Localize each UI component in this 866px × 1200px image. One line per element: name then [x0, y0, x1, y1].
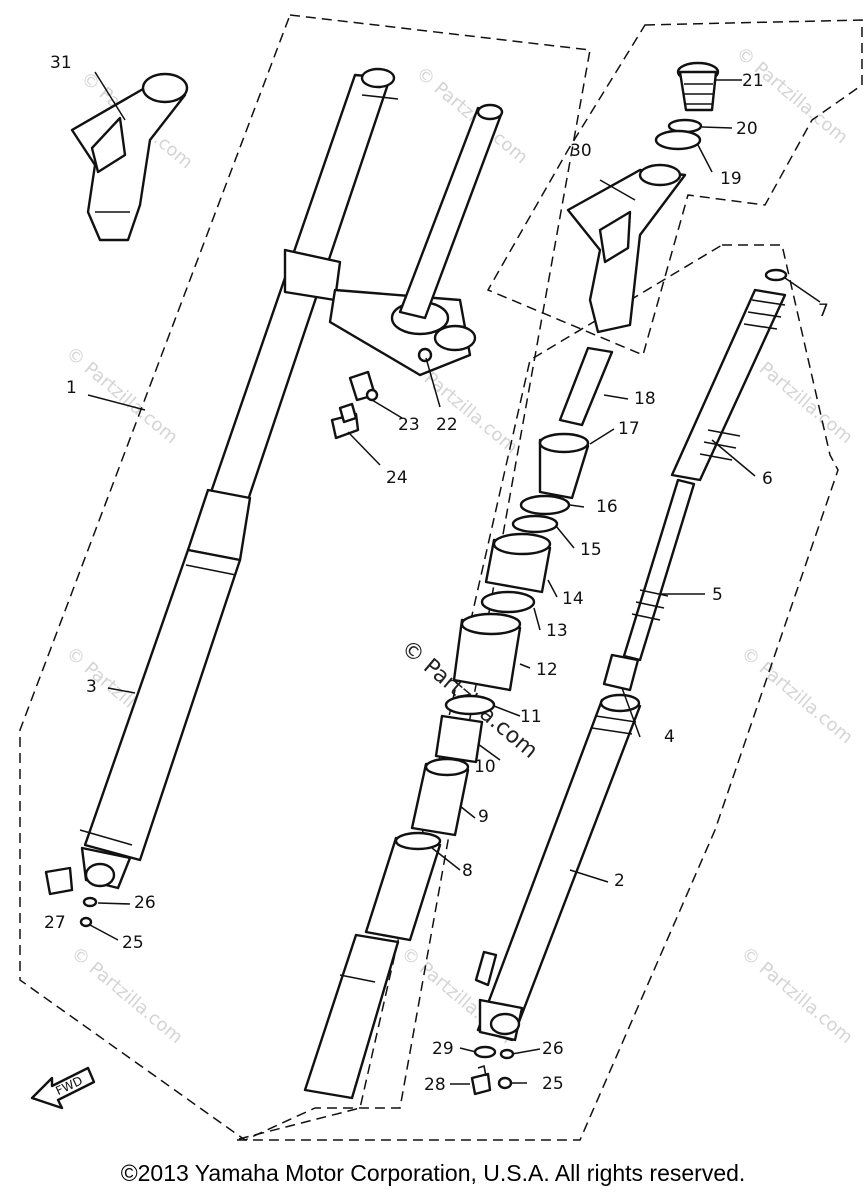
callout-4: 4 — [664, 727, 675, 747]
callout-25-right: 25 — [542, 1074, 564, 1094]
callout-25-left: 25 — [122, 933, 144, 953]
damper-rod-5 — [622, 478, 696, 662]
callout-16: 16 — [596, 497, 618, 517]
callout-7: 7 — [818, 301, 829, 321]
washer-16 — [519, 494, 571, 516]
callout-10: 10 — [474, 757, 496, 777]
clamp-bolt-23 — [348, 370, 379, 402]
watermark: © Partzilla.com — [67, 943, 187, 1048]
watermark: © Partzilla.com — [737, 943, 857, 1048]
callout-28: 28 — [424, 1075, 446, 1095]
callout-31: 31 — [50, 53, 72, 73]
clip-15 — [511, 514, 559, 534]
watermark: © Partzilla.com — [62, 343, 182, 448]
washer-19 — [654, 129, 702, 151]
bolt-27 — [44, 866, 74, 896]
callout-30: 30 — [570, 141, 592, 161]
callout-19: 19 — [720, 169, 742, 189]
callout-8: 8 — [462, 861, 473, 881]
cap-bolt-21 — [676, 61, 720, 112]
cap-group-outline — [486, 19, 863, 357]
callout-20: 20 — [736, 119, 758, 139]
spacer-18 — [558, 346, 614, 427]
callout-9: 9 — [478, 807, 489, 827]
callout-1: 1 — [66, 378, 77, 398]
slide-metal-12 — [452, 612, 522, 692]
washer-26-left — [82, 896, 98, 908]
cylinder-9 — [410, 757, 470, 837]
callout-26-right: 26 — [542, 1039, 564, 1059]
callout-22: 22 — [436, 415, 458, 435]
inner-tube-8 — [364, 831, 442, 942]
nut-25-right — [497, 1076, 513, 1090]
callout-24: 24 — [386, 468, 408, 488]
left-group-outline — [19, 14, 591, 1141]
group-outlines — [19, 14, 863, 1141]
callout-5: 5 — [712, 585, 723, 605]
leader-lines — [87, 71, 821, 1085]
callout-13: 13 — [546, 621, 568, 641]
callout-26-left: 26 — [134, 893, 156, 913]
callout-labels: 31 1 3 30 21 20 19 7 6 5 4 2 18 17 16 15… — [44, 53, 829, 1095]
callout-11: 11 — [520, 707, 542, 727]
washer-26-right — [499, 1048, 515, 1060]
lower-tube-dashed — [303, 933, 400, 1100]
callout-17: 17 — [618, 419, 640, 439]
callout-12: 12 — [536, 660, 558, 680]
callout-14: 14 — [562, 589, 584, 609]
spacer-17 — [538, 432, 590, 500]
copyright-notice: ©2013 Yamaha Motor Corporation, U.S.A. A… — [120, 1160, 746, 1186]
outer-tube-2 — [474, 693, 642, 1042]
rebound-spring-6 — [670, 288, 787, 482]
right-group-outline — [234, 244, 839, 1141]
bolt-24 — [330, 402, 360, 440]
callout-2: 2 — [614, 871, 625, 891]
piston-ring-10 — [434, 714, 484, 764]
watermark: © Partzilla.com — [737, 643, 857, 748]
nut-25-left — [79, 916, 93, 928]
callout-3: 3 — [86, 677, 97, 697]
callout-21: 21 — [742, 71, 764, 91]
bolt-28 — [470, 1064, 492, 1096]
slide-metal-11 — [444, 694, 496, 716]
washer-13 — [480, 590, 536, 614]
callout-23: 23 — [398, 415, 420, 435]
upper-bracket-22 — [283, 103, 504, 377]
spring-seat-7 — [764, 268, 788, 282]
fwd-arrow-icon: FWD — [30, 1066, 96, 1110]
callout-27: 27 — [44, 913, 66, 933]
axle-holder-left — [84, 862, 116, 888]
handlebar-holder-30 — [566, 163, 687, 334]
callout-18: 18 — [634, 389, 656, 409]
callout-6: 6 — [762, 469, 773, 489]
handlebar-holder-31 — [70, 72, 189, 242]
rod-seat-4 — [602, 653, 640, 692]
oil-seal-14 — [484, 532, 552, 594]
callout-29: 29 — [432, 1039, 454, 1059]
washer-29 — [473, 1045, 497, 1059]
callout-15: 15 — [580, 540, 602, 560]
